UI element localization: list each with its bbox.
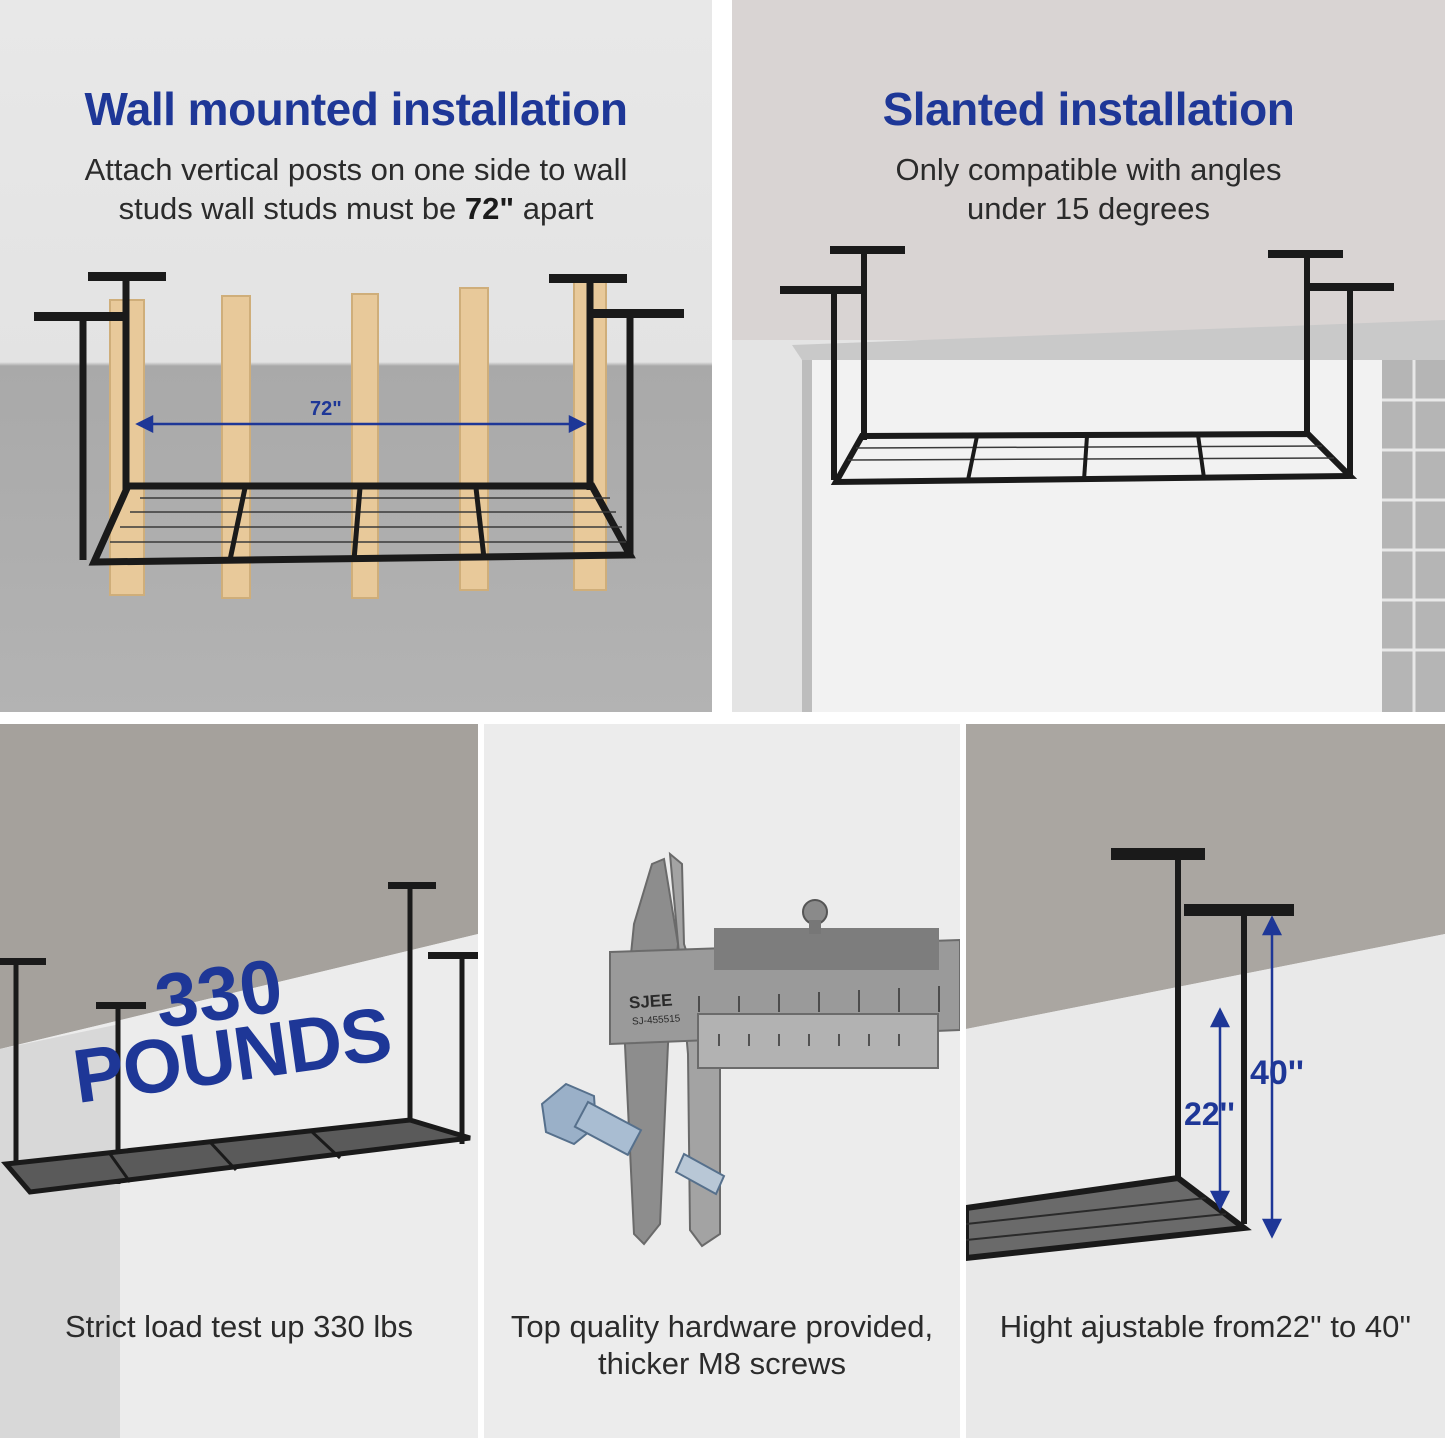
slanted-rack-illustration — [732, 0, 1445, 712]
slanted-rack-posts — [831, 252, 1353, 480]
caliper-illustration — [540, 851, 960, 1248]
wall-subtitle: Attach vertical posts on one side to wal… — [0, 150, 712, 228]
hardware-panel: SJEE SJ-455515 Top quality hardware prov… — [484, 724, 960, 1438]
wall-studs — [109, 279, 607, 599]
height-label-low: 22'' — [1184, 1096, 1235, 1132]
vernier-scale — [697, 1013, 939, 1069]
height-label-high: 40'' — [1250, 1054, 1304, 1092]
dimension-arrow — [135, 414, 587, 434]
ceiling-brackets — [34, 272, 684, 321]
wall-subtitle-pre: studs wall studs must be — [118, 191, 465, 226]
load-rack-illustration — [0, 724, 478, 1438]
lag-bolt — [540, 1082, 726, 1196]
height-rack-illustration — [966, 724, 1445, 1438]
wall-subtitle-line2: studs wall studs must be 72" apart — [0, 189, 712, 228]
slanted-subtitle-line2: under 15 degrees — [966, 191, 1211, 226]
slanted-subtitle-line1: Only compatible with angles — [895, 152, 1282, 187]
height-rack-posts — [1175, 852, 1247, 1224]
height-rack-brackets — [1111, 848, 1294, 916]
wall-surface — [812, 360, 1382, 712]
hardware-caption-line1: Top quality hardware provided, — [510, 1309, 934, 1344]
height-caption: Hight ajustable from22'' to 40'' — [999, 1309, 1412, 1344]
slanted-brackets — [780, 246, 1394, 294]
load-test-panel: 330 POUNDS Strict load test up 330 lbs — [0, 724, 478, 1438]
slanted-subtitle: Only compatible with angles under 15 deg… — [732, 150, 1445, 228]
dimension-label: 72" — [310, 398, 342, 420]
hardware-caption: Top quality hardware provided, thicker M… — [484, 1308, 960, 1382]
load-shelf — [1, 1117, 471, 1195]
wall-subtitle-line1: Attach vertical posts on one side to wal… — [84, 152, 628, 187]
slanted-shelf — [830, 430, 1358, 486]
glass-block-wall — [1382, 360, 1445, 712]
wall-subtitle-value: 72" — [464, 191, 515, 226]
height-arrows — [1209, 915, 1283, 1239]
slanted-panel: Slanted installation Only compatible wit… — [732, 0, 1445, 712]
wall-title: Wall mounted installation — [84, 83, 628, 135]
wall-rack-illustration — [34, 272, 684, 599]
load-rack-brackets — [0, 882, 478, 1009]
wire-shelf — [88, 482, 636, 566]
caliper-slider — [714, 928, 939, 970]
hardware-caption-line2: thicker M8 screws — [597, 1346, 847, 1381]
load-caption: Strict load test up 330 lbs — [64, 1309, 414, 1344]
wall-subtitle-post: apart — [514, 191, 594, 226]
slanted-title: Slanted installation — [882, 83, 1295, 135]
caliper-brand: SJEE — [628, 990, 674, 1013]
wall-mounted-panel: 72" Wall mounted installation Attach ver… — [0, 0, 712, 712]
height-panel: 22'' 40'' Hight ajustable from22'' to 40… — [966, 724, 1445, 1438]
height-shelf — [966, 1174, 1252, 1262]
caliper-ticks — [698, 986, 940, 1046]
